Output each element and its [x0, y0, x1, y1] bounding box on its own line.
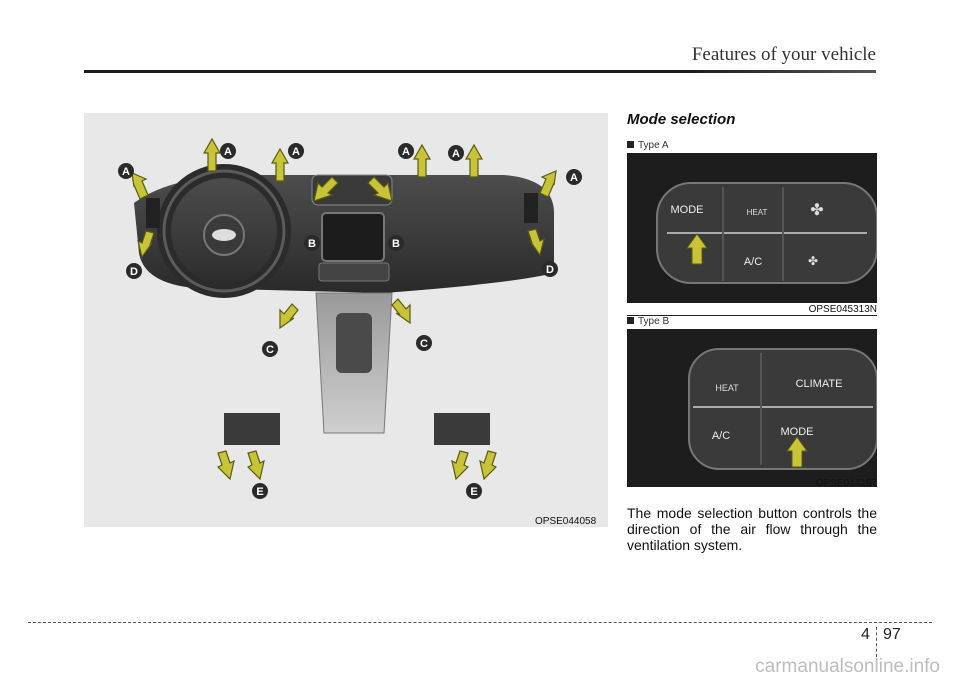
label-e-1: E: [252, 483, 268, 499]
right-floor-vent: [434, 413, 490, 445]
running-header: Features of your vehicle: [691, 44, 876, 65]
type-b-caption: OPSE044167: [815, 478, 877, 489]
svg-text:A: A: [292, 146, 300, 158]
climate-panel: [318, 262, 390, 282]
svg-text:C: C: [420, 338, 428, 350]
footer-rule: [28, 622, 932, 623]
arrow-a1: [202, 137, 222, 172]
arrow-e3: [451, 450, 470, 481]
type-b-photo: HEAT CLIMATE A/C MODE: [627, 329, 877, 487]
vent-labels: A A A A A A B B D D C C E E: [118, 143, 582, 499]
label-a-4: A: [398, 143, 414, 159]
arrow-c2: [391, 298, 411, 325]
page-number: 97: [883, 626, 901, 643]
fan-small-icon: ✤: [808, 254, 818, 268]
fan-icon: ✤: [810, 202, 823, 219]
label-a-1: A: [118, 163, 134, 179]
arrow-up-icon: [786, 436, 808, 468]
arrow-d2: [527, 228, 545, 257]
type-b-button-pad: [688, 348, 877, 470]
svg-text:A: A: [122, 166, 130, 178]
arrow-b2: [367, 176, 393, 202]
svg-text:A: A: [402, 146, 410, 158]
label-a-6: A: [566, 169, 582, 185]
arrow-a3: [412, 143, 432, 178]
svg-text:A: A: [452, 148, 460, 160]
svg-text:B: B: [392, 238, 400, 250]
label-b-2: B: [388, 235, 404, 251]
label-d-2: D: [542, 261, 558, 277]
type-b-mode-label: MODE: [781, 426, 814, 438]
dashboard-vent-illustration: A A A A A A B B D D C C E E: [84, 113, 608, 527]
right-side-vent: [524, 193, 538, 223]
label-b-1: B: [304, 235, 320, 251]
arrow-a6: [539, 170, 557, 198]
label-c-1: C: [262, 341, 278, 357]
arrow-a5: [131, 172, 149, 200]
type-b-label: Type B: [627, 316, 669, 327]
label-c-2: C: [416, 335, 432, 351]
svg-text:C: C: [266, 344, 274, 356]
type-a-caption: OPSE045313N: [808, 304, 877, 315]
arrow-up-icon: [686, 233, 708, 265]
label-a-5: A: [448, 145, 464, 161]
arrow-d1: [137, 230, 155, 259]
svg-text:E: E: [256, 486, 263, 498]
svg-text:E: E: [470, 486, 477, 498]
arrow-e1: [216, 450, 235, 481]
svg-text:D: D: [130, 266, 138, 278]
type-a-photo: MODE HEAT A/C ✤ ✤: [627, 153, 877, 303]
arrow-e2: [246, 450, 265, 481]
logo-emblem: [212, 229, 236, 241]
divider: [627, 315, 877, 316]
arrow-c1: [279, 303, 299, 330]
svg-text:D: D: [546, 264, 554, 276]
arrow-a4: [464, 143, 484, 178]
arrow-a2: [270, 147, 290, 182]
header-rule: [84, 70, 876, 73]
arrow-b1: [313, 176, 339, 202]
type-a-mode-label: MODE: [671, 204, 704, 216]
type-a-heat-label: HEAT: [747, 208, 768, 217]
airflow-arrows: [131, 137, 557, 481]
type-b-ac-label: A/C: [712, 430, 730, 442]
type-a-label: Type A: [627, 140, 669, 151]
bullet-square-icon: [627, 317, 634, 324]
label-a-2: A: [220, 143, 236, 159]
label-d-1: D: [126, 263, 142, 279]
section-body: The mode selection button controls the d…: [627, 505, 877, 553]
center-screen: [321, 212, 385, 262]
figure-caption-left: OPSE044058: [535, 516, 597, 527]
dashboard-vent-svg: A A A A A A B B D D C C E E: [118, 137, 582, 499]
page-separator: [876, 627, 877, 657]
svg-text:A: A: [570, 172, 578, 184]
label-e-2: E: [466, 483, 482, 499]
bullet-square-icon: [627, 141, 634, 148]
chapter-number: 4: [861, 626, 870, 643]
type-b-climate-label: CLIMATE: [796, 378, 843, 390]
type-a-ac-label: A/C: [744, 256, 762, 268]
type-b-heat-label: HEAT: [715, 383, 739, 393]
svg-text:B: B: [308, 238, 316, 250]
svg-text:A: A: [224, 146, 232, 158]
section-heading: Mode selection: [627, 111, 736, 128]
label-a-3: A: [288, 143, 304, 159]
watermark: carmanualsonline.info: [755, 656, 940, 677]
left-side-vent: [146, 198, 160, 228]
left-floor-vent: [224, 413, 280, 445]
arrow-e4: [479, 450, 498, 481]
gear-shift: [336, 313, 372, 373]
